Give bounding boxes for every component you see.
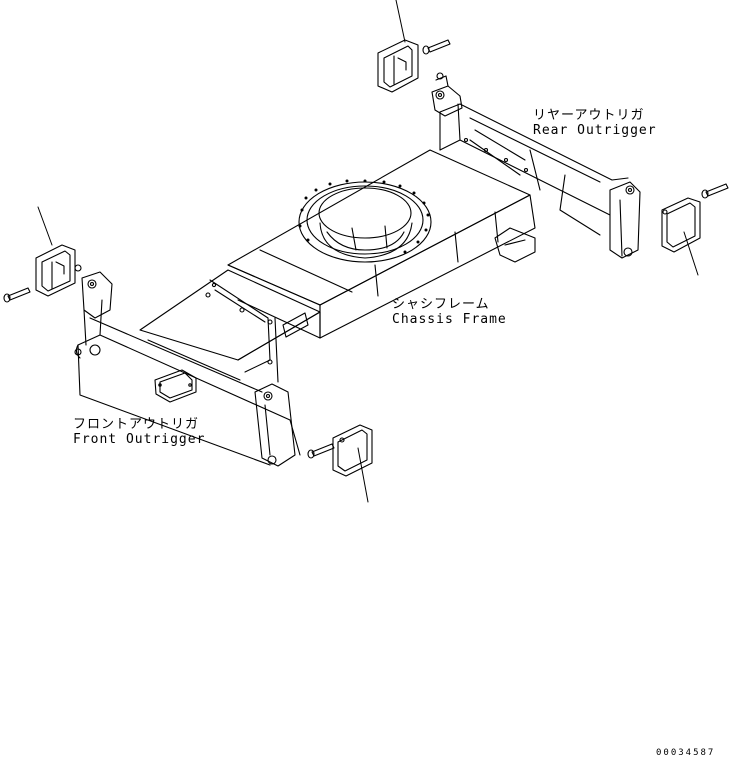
cover-plate-bottom [308, 425, 372, 476]
leader-lines [38, 0, 698, 502]
front-outrigger-label-jp: フロントアウトリガ [73, 417, 200, 432]
cover-plate-left [4, 245, 81, 302]
front-outrigger-label: フロントアウトリガ Front Outrigger [73, 417, 205, 447]
front-outrigger-drawing [75, 272, 300, 466]
chassis-frame [140, 150, 535, 382]
chassis-frame-label: シャシフレーム Chassis Frame [392, 297, 507, 327]
chassis-frame-label-en: Chassis Frame [392, 312, 507, 327]
cover-plate-right [662, 184, 728, 252]
rear-outrigger-drawing [432, 76, 640, 258]
rear-outrigger-label: リヤーアウトリガ Rear Outrigger [533, 108, 657, 138]
chassis-frame-label-jp: シャシフレーム [392, 297, 490, 312]
cover-plate-top [378, 40, 450, 92]
document-number: 00034587 [656, 748, 716, 758]
front-outrigger-label-en: Front Outrigger [73, 432, 206, 447]
swing-circle-bolts [298, 179, 430, 254]
rear-outrigger-label-en: Rear Outrigger [533, 123, 657, 138]
rear-outrigger-label-jp: リヤーアウトリガ [533, 108, 645, 123]
